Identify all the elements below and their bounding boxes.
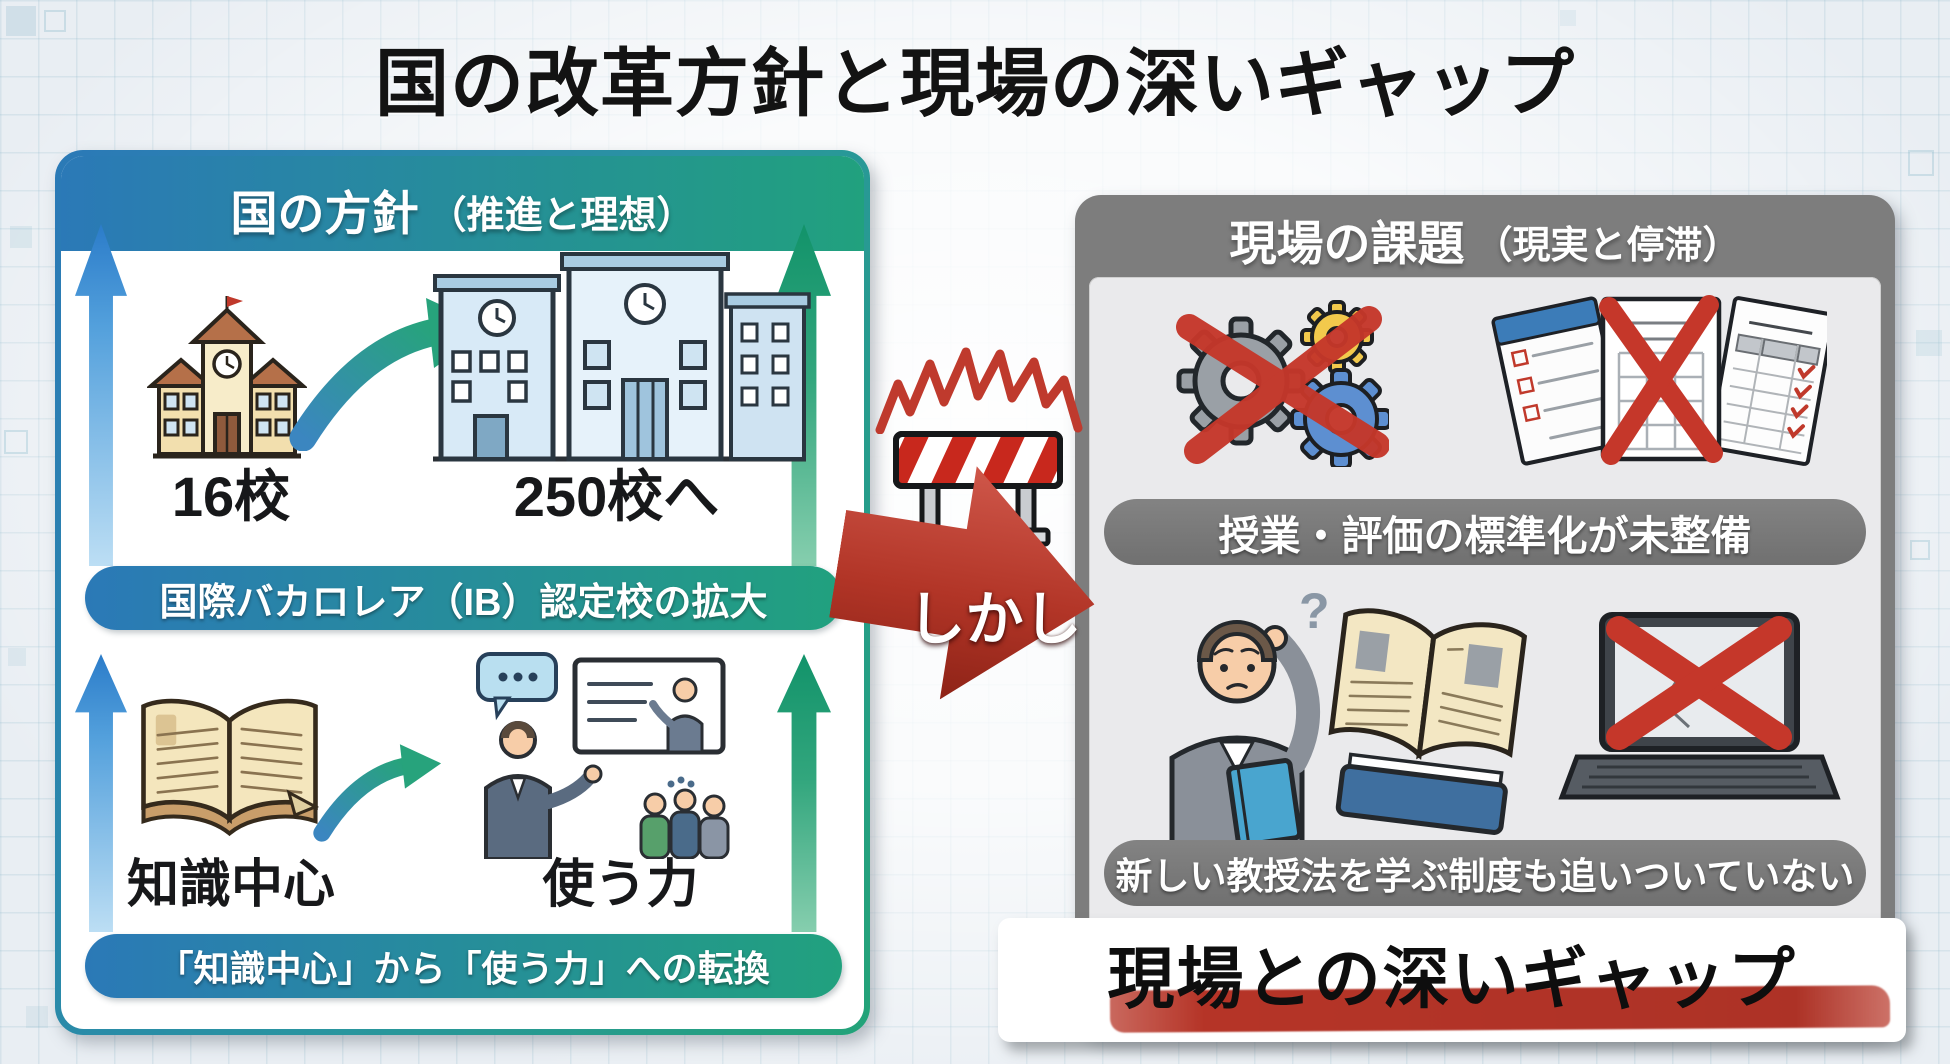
however-label: しかし bbox=[907, 587, 1082, 652]
bg-square bbox=[1908, 150, 1934, 176]
bg-square bbox=[8, 648, 26, 666]
field-panel-body: 授業・評価の標準化が未整備 bbox=[1089, 277, 1881, 1021]
bg-square bbox=[10, 226, 32, 248]
field-header-sub: （現実と停滞） bbox=[1474, 225, 1741, 268]
bg-square bbox=[1910, 540, 1930, 560]
policy-panel-body: 国の方針 （推進と理想） bbox=[61, 156, 864, 1029]
gears-crossed-icon bbox=[1149, 293, 1389, 467]
standardization-issue-banner: 授業・評価の標準化が未整備 bbox=[1104, 499, 1866, 565]
policy-panel-header: 国の方針 （推進と理想） bbox=[61, 156, 864, 251]
large-schools-icon bbox=[427, 230, 812, 465]
up-arrow-icon bbox=[777, 654, 831, 932]
bg-square bbox=[1916, 330, 1942, 356]
conclusion-card: 現場との深いギャップ bbox=[998, 918, 1906, 1042]
confused-teacher-icon: ? bbox=[1137, 580, 1337, 854]
laptop-crossed-icon bbox=[1557, 607, 1842, 837]
growth-curve-arrow-icon bbox=[313, 734, 443, 844]
barrier-icon bbox=[888, 428, 1068, 558]
bg-square bbox=[26, 1006, 48, 1028]
conclusion-label: 現場との深いギャップ bbox=[1107, 942, 1797, 1017]
field-issues-panel: 現場の課題 （現実と停滞） bbox=[1075, 195, 1895, 1035]
up-arrow-icon bbox=[75, 224, 127, 566]
field-header-main: 現場の課題 bbox=[1229, 217, 1465, 270]
study-book-icon bbox=[1297, 595, 1549, 853]
policy-header-sub: （推進と理想） bbox=[428, 195, 695, 238]
shift-to-label: 使う力 bbox=[542, 856, 699, 914]
bg-square bbox=[1560, 10, 1576, 26]
shift-from-label: 知識中心 bbox=[126, 856, 335, 914]
bg-square bbox=[6, 6, 36, 36]
shift-banner: 「知識中心」から「使う力」への転換 bbox=[85, 934, 842, 998]
training-issue-banner: 新しい教授法を学ぶ制度も追いついていない bbox=[1104, 840, 1866, 906]
documents-crossed-icon bbox=[1487, 289, 1827, 471]
bg-square bbox=[4, 430, 28, 454]
ib-from-label: 16校 bbox=[171, 465, 291, 528]
open-book-icon bbox=[127, 686, 332, 858]
bg-square bbox=[44, 10, 66, 32]
teaching-group-icon bbox=[423, 652, 733, 859]
page-title: 国の改革方針と現場の深いギャップ bbox=[375, 42, 1575, 125]
question-mark: ? bbox=[1299, 583, 1330, 639]
impact-spark-icon bbox=[872, 346, 1087, 434]
field-panel-header: 現場の課題 （現実と停滞） bbox=[1075, 195, 1895, 277]
ib-to-label: 250校へ bbox=[513, 465, 720, 528]
policy-panel: 国の方針 （推進と理想） bbox=[55, 150, 870, 1035]
ib-banner: 国際バカロレア（IB）認定校の拡大 bbox=[85, 566, 842, 630]
small-school-icon bbox=[147, 284, 307, 462]
policy-header-main: 国の方針 bbox=[230, 187, 419, 240]
